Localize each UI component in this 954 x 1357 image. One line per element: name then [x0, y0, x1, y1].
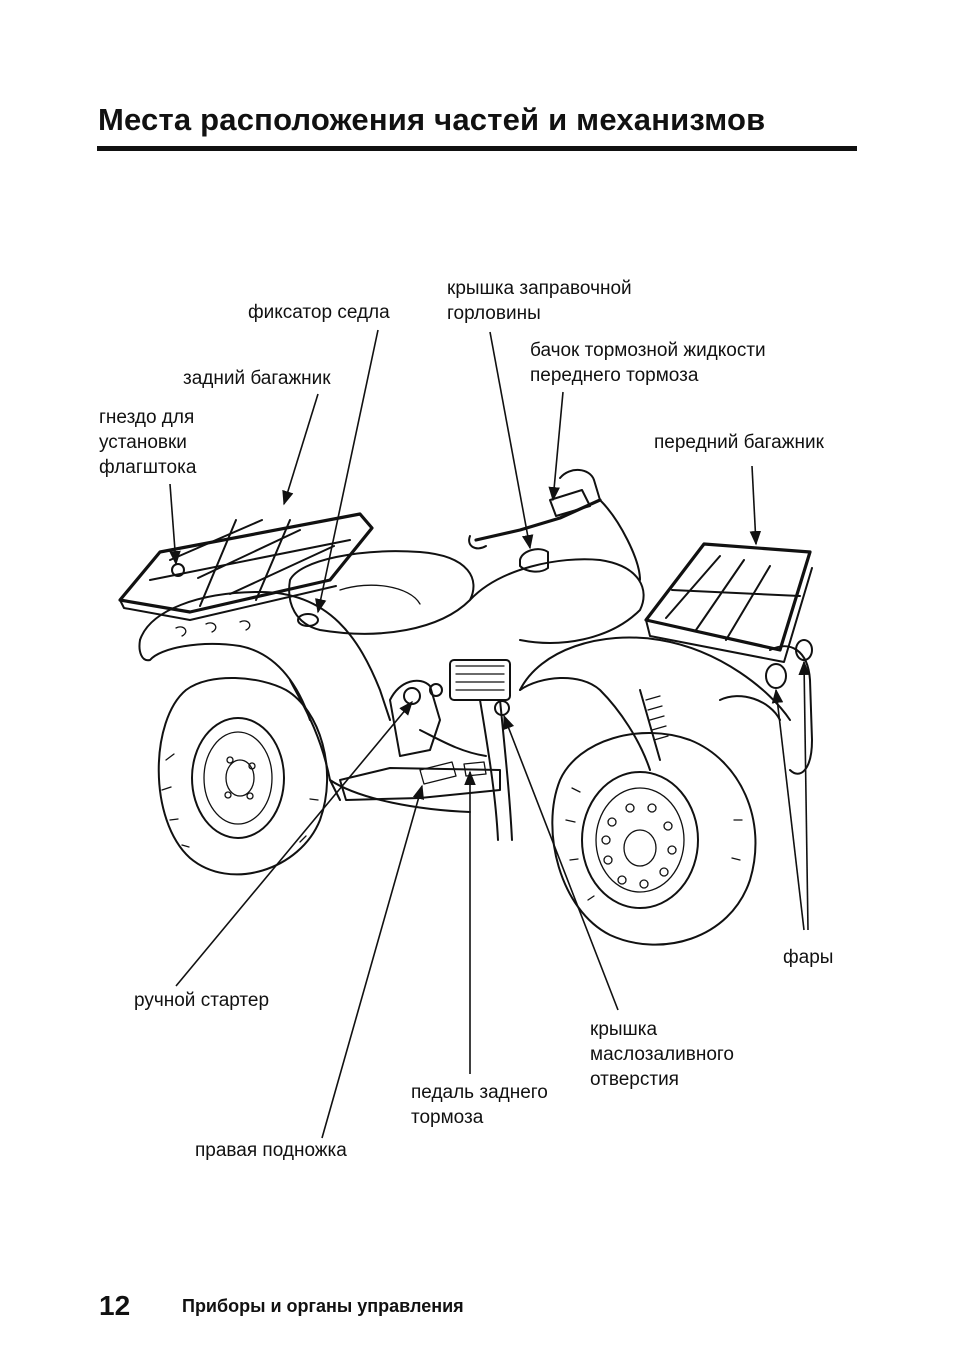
leader-lines	[169, 329, 810, 1139]
label-flag-holder-line-1: гнездо для	[99, 407, 195, 428]
label-headlights: фары	[783, 947, 834, 968]
label-fuel-cap-line-2: горловины	[447, 303, 541, 324]
label-rear-brake-pedal-line-1: педаль заднего	[411, 1082, 548, 1103]
label-oil-cap-line-2: маслозаливного	[590, 1044, 734, 1065]
leader-right-footpeg	[321, 784, 424, 1139]
label-flag-holder-line-3: флагштока	[99, 457, 197, 478]
label-fuel-cap: крышка заправочной горловины	[447, 276, 632, 326]
section-title: Приборы и органы управления	[182, 1296, 464, 1316]
label-brake-reservoir-line-2: переднего тормоза	[530, 365, 699, 386]
leader-seat-lock	[315, 329, 379, 614]
label-rear-brake-pedal-line-2: тормоза	[411, 1107, 484, 1128]
leader-rear-rack	[282, 393, 319, 506]
leader-front-rack	[749, 465, 762, 546]
leader-headlight-1	[771, 688, 805, 931]
page-number: 12	[99, 1290, 131, 1321]
label-flag-holder-line-2: установки	[99, 432, 187, 453]
rear-wheel	[157, 676, 328, 876]
label-fuel-cap-line-1: крышка заправочной	[447, 278, 632, 299]
front-rack-drawing	[644, 542, 813, 663]
title-rule	[97, 146, 857, 151]
label-seat-lock: фиксатор седла	[248, 302, 390, 323]
label-oil-cap: крышка маслозаливного отверстия	[590, 1017, 734, 1092]
label-oil-cap-line-1: крышка	[590, 1019, 658, 1040]
leader-brake-reservoir	[548, 391, 564, 502]
leader-recoil-starter	[175, 700, 413, 987]
label-flag-holder: гнездо для установки флагштока	[99, 405, 196, 480]
leader-flag-holder	[169, 483, 181, 566]
label-rear-rack: задний багажник	[183, 368, 331, 389]
label-front-rack: передний багажник	[654, 432, 824, 453]
front-wheel	[551, 732, 757, 946]
leader-fuel-cap	[489, 331, 534, 550]
label-recoil-starter: ручной стартер	[134, 990, 270, 1011]
leader-oil-cap	[503, 714, 619, 1011]
label-brake-reservoir-line-1: бачок тормозной жидкости	[530, 340, 766, 361]
label-brake-reservoir: бачок тормозной жидкости переднего тормо…	[530, 338, 766, 388]
atv-body	[118, 469, 813, 946]
rear-rack-drawing	[118, 512, 374, 621]
page-title: Места расположения частей и механизмов	[98, 102, 766, 137]
label-oil-cap-line-3: отверстия	[590, 1069, 679, 1090]
label-rear-brake-pedal: педаль заднего тормоза	[411, 1080, 548, 1130]
leader-headlight-2	[798, 660, 810, 931]
label-right-footpeg: правая подножка	[195, 1140, 347, 1161]
